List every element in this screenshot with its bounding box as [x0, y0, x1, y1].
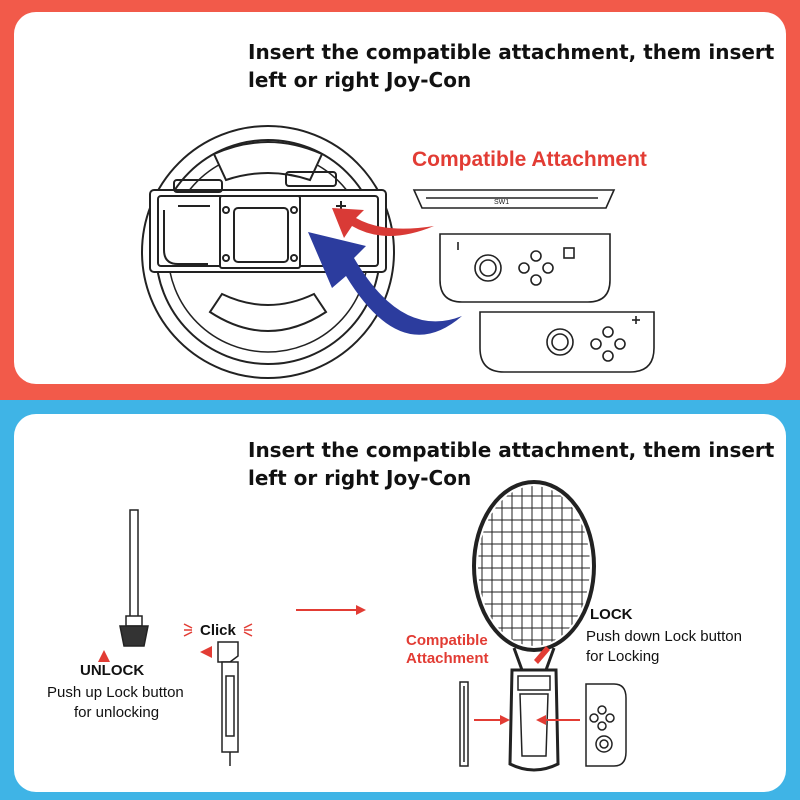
- lock-arrow-icon: [534, 646, 550, 664]
- lock-line-1: Push down Lock button: [586, 628, 742, 645]
- tennis-racket-illustration: [98, 480, 627, 772]
- lock-line-2: for Locking: [586, 648, 660, 665]
- heading-line-2: left or right Joy-Con: [248, 68, 472, 92]
- step-arrow-icon: [296, 605, 366, 615]
- attachment-rail: [412, 189, 616, 209]
- steering-wheel-card: Insert the compatible attachment, them i…: [14, 12, 786, 384]
- click-label: Click: [200, 622, 236, 639]
- attachment-part-text: SW1: [494, 199, 509, 206]
- bottom-band: Insert the compatible attachment, them i…: [0, 400, 800, 800]
- side-rail: [459, 681, 469, 767]
- red-insert-arrow: [332, 208, 434, 238]
- heading-line-2: left or right Joy-Con: [248, 466, 472, 490]
- tennis-racket: [472, 480, 596, 772]
- heading-line-1: Insert the compatible attachment, them i…: [248, 40, 775, 64]
- heading-line-1: Insert the compatible attachment, them i…: [248, 438, 775, 462]
- tennis-racket-card: Insert the compatible attachment, them i…: [14, 414, 786, 792]
- racket-handle-part: [217, 641, 239, 766]
- tennis-racket-heading: Insert the compatible attachment, them i…: [248, 436, 775, 492]
- joycon-left: [479, 311, 655, 373]
- steering-wheel-illustration: Compatible Attachment SW1: [141, 125, 655, 379]
- unlock-title: UNLOCK: [80, 662, 145, 679]
- blue-insert-arrow: [308, 232, 462, 335]
- unlock-line-1: Push up Lock button: [47, 684, 184, 701]
- up-arrow-icon: [98, 650, 110, 662]
- attachment-label-line-1: Compatible: [406, 632, 488, 649]
- steering-wheel: [141, 125, 395, 379]
- joycon-right: [439, 233, 611, 303]
- lock-rod: [119, 509, 149, 647]
- top-band: Insert the compatible attachment, them i…: [0, 0, 800, 400]
- click-arrow-icon: [200, 646, 212, 658]
- steering-wheel-heading: Insert the compatible attachment, them i…: [248, 38, 775, 94]
- joycon-vertical: [585, 683, 627, 767]
- click-burst-icon: [183, 623, 253, 637]
- unlock-line-2: for unlocking: [74, 704, 160, 721]
- inward-arrows: [474, 715, 580, 725]
- compatible-attachment-label: Compatible Attachment: [412, 148, 647, 171]
- attachment-label-line-2: Attachment: [406, 650, 489, 667]
- lock-title: LOCK: [590, 606, 633, 623]
